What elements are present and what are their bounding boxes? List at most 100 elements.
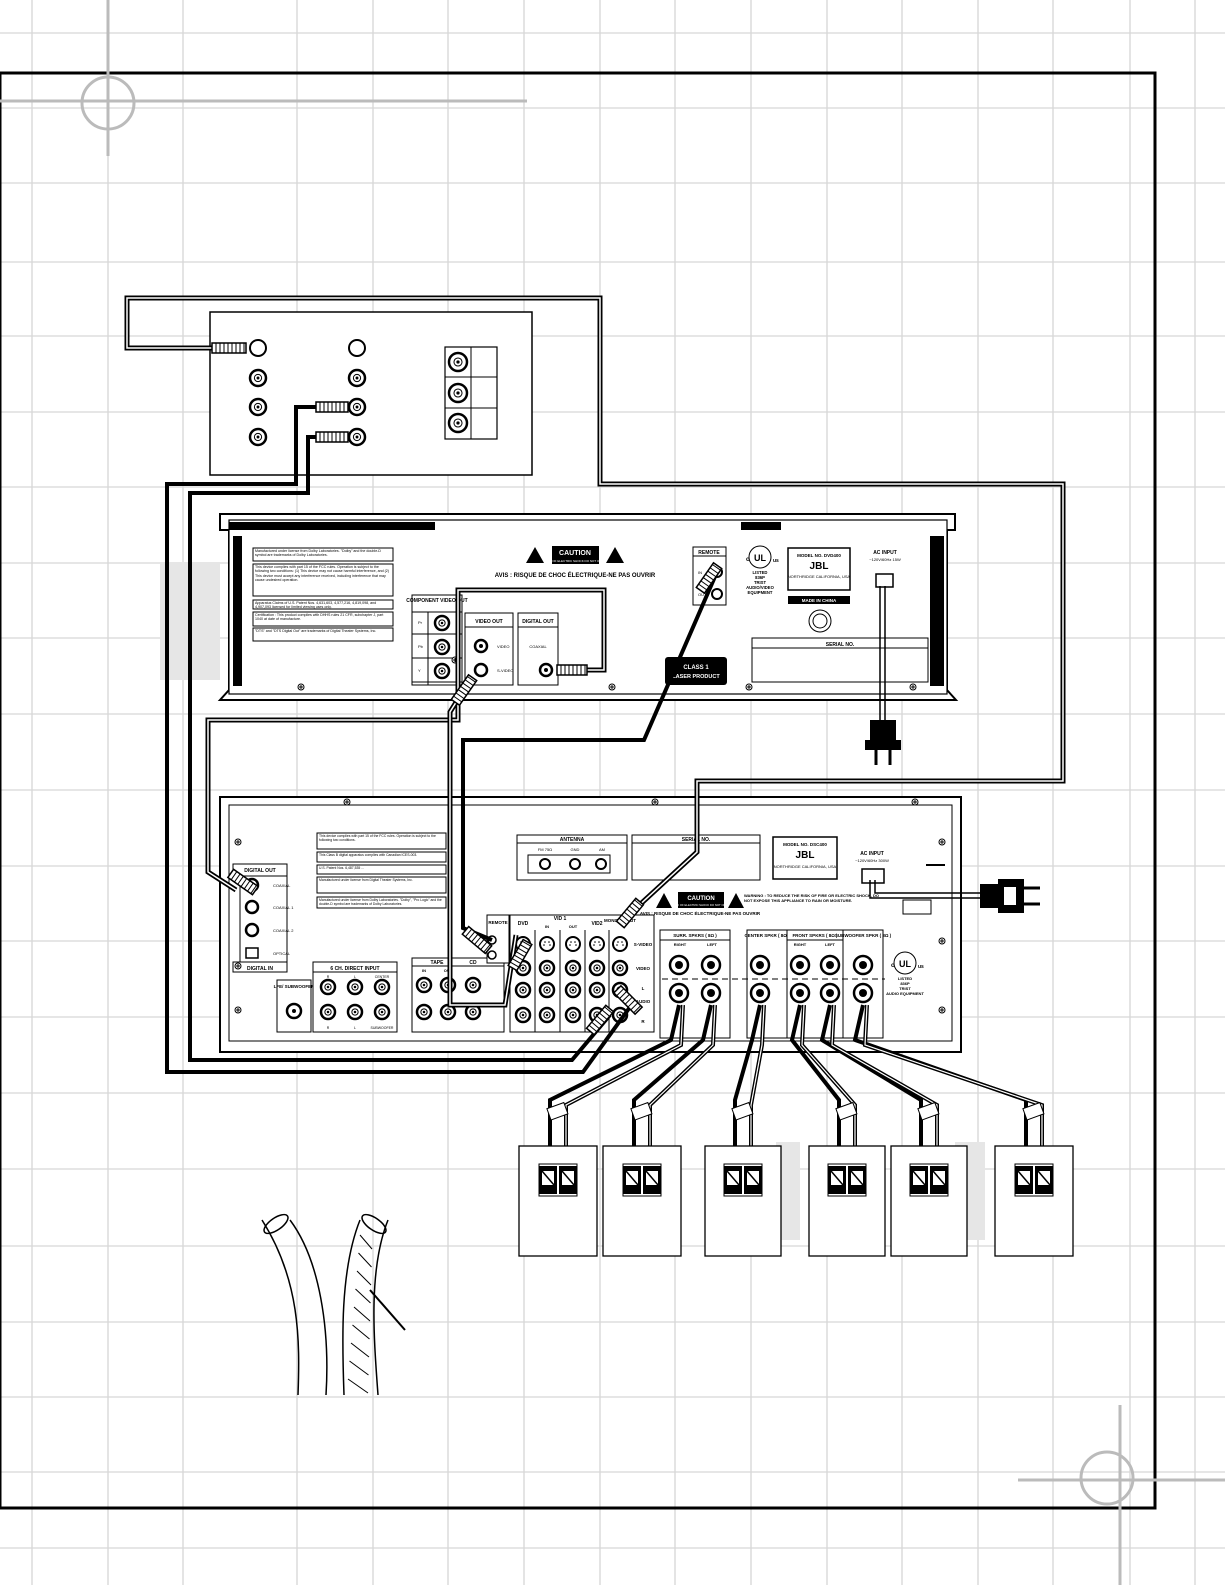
speaker-boxes <box>518 1004 1074 1257</box>
component-video-jack[interactable] <box>433 614 451 632</box>
av-rca-jack[interactable] <box>611 959 629 977</box>
av-rca-jack[interactable] <box>564 959 582 977</box>
direct-input-jack[interactable] <box>373 1003 391 1021</box>
receiver-caution-avis: AVIS : RISQUE DE CHOC ÉLECTRIQUE-NE PAS … <box>640 909 761 916</box>
front-left-label: LEFT <box>825 942 836 947</box>
speaker-binding-post[interactable] <box>668 954 690 976</box>
speaker-binding-post[interactable] <box>819 982 841 1004</box>
component-video-jack[interactable] <box>433 662 451 680</box>
antenna-am-jack[interactable] <box>595 858 607 870</box>
speaker-binding-post[interactable] <box>749 954 771 976</box>
av-rca-jack[interactable] <box>538 959 556 977</box>
antenna-fm-jack[interactable] <box>539 858 551 870</box>
tv-rca-jack[interactable] <box>248 397 268 417</box>
receiver-caution-sub: RISK OF ELECTRIC SHOCK DO NOT OPEN <box>673 903 730 907</box>
remote-out-jack[interactable] <box>711 588 723 600</box>
front-right-label: RIGHT <box>794 942 807 947</box>
tape-cd-jack[interactable] <box>464 976 482 994</box>
component-video-jack[interactable] <box>433 638 451 656</box>
receiver-digital-section: DIGITAL OUT COAXIAL COAXIAL 1 COAXIAL 2 … <box>232 863 294 973</box>
av-rca-jack[interactable] <box>564 981 582 999</box>
cable-plug-heads <box>211 342 723 1036</box>
tape-cd-jack[interactable] <box>415 1003 433 1021</box>
receiver-coaxial-in1-jack[interactable] <box>244 899 260 915</box>
av-rca-jack[interactable] <box>588 959 606 977</box>
tv-jacks[interactable] <box>248 339 469 447</box>
direct-input-label: 6 CH. DIRECT INPUT <box>330 966 379 972</box>
ac-input-label: AC INPUT <box>873 550 897 556</box>
remote-in-label: IN <box>698 570 702 575</box>
dvd-video-out: VIDEO OUT VIDEO S-VIDEO <box>464 612 514 686</box>
receiver-caution-block: CAUTION RISK OF ELECTRIC SHOCK DO NOT OP… <box>640 892 879 916</box>
screw-icon <box>343 798 351 806</box>
speaker-binding-post[interactable] <box>819 954 841 976</box>
svideo-jack[interactable] <box>539 936 555 952</box>
caution-subtitle: RISK OF ELECTRIC SHOCK DO NOT OPEN <box>545 559 606 563</box>
tv-rca-jack[interactable] <box>248 427 268 447</box>
speaker-binding-post[interactable] <box>852 954 874 976</box>
receiver-optical-in-jack[interactable] <box>245 947 259 959</box>
tv-component-jack[interactable] <box>447 382 469 404</box>
tv-component-jack[interactable] <box>447 412 469 434</box>
dvd-model-box: MODEL NO. DVD400 JBL NORTHRIDGE CALIFORN… <box>787 547 851 633</box>
tv-rca-jack[interactable] <box>347 368 367 388</box>
receiver-remote-out-jack[interactable] <box>487 950 497 960</box>
rca-plug-angled <box>612 984 644 1016</box>
listed-text: 836P <box>755 575 765 580</box>
tv-rca-jack[interactable] <box>248 368 268 388</box>
direct-input-jack[interactable] <box>346 978 364 996</box>
receiver-digital-in-label: DIGITAL IN <box>247 966 273 972</box>
rca-plug-angled <box>461 925 493 955</box>
speaker-binding-post[interactable] <box>700 982 722 1004</box>
speaker-binding-post[interactable] <box>700 954 722 976</box>
tv-rca-jack[interactable] <box>347 427 367 447</box>
tape-label: TAPE <box>431 960 445 966</box>
av-rca-jack[interactable] <box>514 1006 532 1024</box>
speaker-binding-post[interactable] <box>852 982 874 1004</box>
receiver-caution-title: CAUTION <box>687 896 714 902</box>
speaker-5 <box>819 1004 968 1257</box>
direct-input-jack[interactable] <box>373 978 391 996</box>
cd-label: CD <box>469 960 477 966</box>
speaker-2 <box>602 1004 717 1257</box>
av-rca-jack[interactable] <box>538 981 556 999</box>
speaker-binding-post[interactable] <box>789 982 811 1004</box>
rca-plug-angled <box>450 673 478 707</box>
svg-text:us: us <box>918 964 924 970</box>
tape-cd-jack[interactable] <box>415 976 433 994</box>
screw-icon <box>608 683 616 691</box>
svideo-jack[interactable] <box>612 936 628 952</box>
speaker-binding-post[interactable] <box>668 982 690 1004</box>
receiver-coaxial-in2-jack[interactable] <box>244 922 260 938</box>
receiver-notice-text: This Class B digital apparatus complies … <box>319 853 418 857</box>
antenna-fm-label: FM 75Ω <box>538 847 552 852</box>
tv-svideo-in-jack[interactable] <box>249 339 267 357</box>
direct-input-jack[interactable] <box>319 1003 337 1021</box>
av-rca-jack[interactable] <box>588 981 606 999</box>
av-rca-jack[interactable] <box>538 1006 556 1024</box>
dvd-svideo-jack[interactable] <box>473 662 489 678</box>
tv-svideo-jack-2[interactable] <box>348 339 366 357</box>
direct-input-jack[interactable] <box>346 1003 364 1021</box>
antenna-block: ANTENNA FM 75Ω GND AM <box>516 834 628 881</box>
speaker-binding-post[interactable] <box>749 982 771 1004</box>
antenna-gnd-jack[interactable] <box>569 858 581 870</box>
digital-out-label: DIGITAL OUT <box>522 619 553 625</box>
dvd-notice-text: This device complies with part 15 of the… <box>255 565 389 582</box>
av-rca-jack[interactable] <box>514 981 532 999</box>
svideo-jack[interactable] <box>589 936 605 952</box>
tv-component-jack[interactable] <box>447 351 469 373</box>
brand-logo: JBL <box>810 561 829 572</box>
tv-rca-jack[interactable] <box>347 397 367 417</box>
direct-input-jack[interactable] <box>319 978 337 996</box>
screw-icon <box>938 937 946 945</box>
speaker-binding-post[interactable] <box>789 954 811 976</box>
component-jack-label: Y <box>418 668 421 673</box>
registration-mark-top <box>0 0 527 156</box>
svideo-jack[interactable] <box>565 936 581 952</box>
row-video-label: VIDEO <box>636 966 651 971</box>
av-rca-jack[interactable] <box>564 1006 582 1024</box>
